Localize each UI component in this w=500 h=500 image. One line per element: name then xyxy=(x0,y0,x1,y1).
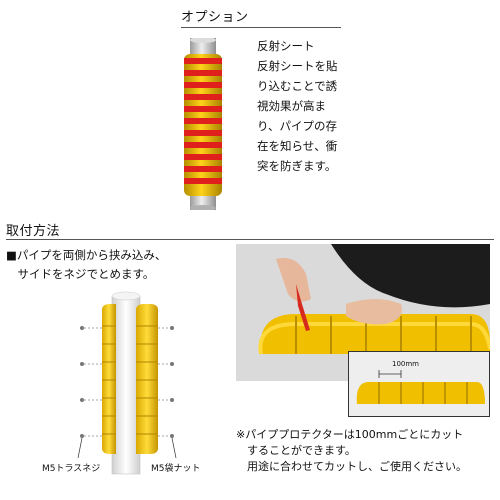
option-divider xyxy=(181,27,341,28)
measure-inset xyxy=(348,351,490,417)
install-heading: 取付方法 xyxy=(6,224,61,239)
note-line-1: ※パイププロテクターは100mmごとにカット xyxy=(236,428,464,441)
measure-label: 100mm xyxy=(392,360,419,368)
install-divider xyxy=(6,239,494,240)
reflect-line-1: 反射シートを貼 xyxy=(257,59,338,73)
option-heading: オプション xyxy=(181,10,249,25)
reflect-line-6: 突を防ぎます。 xyxy=(257,159,337,173)
reflective-pipe-image xyxy=(178,38,228,210)
reflect-line-3: 視効果が高ま xyxy=(257,99,326,113)
reflect-line-4: り、パイプの存 xyxy=(257,119,338,133)
instruction-line-1: ■パイプを両側から挟み込み、 xyxy=(6,248,167,262)
note-line-3: 用途に合わせてカットし、ご使用ください。 xyxy=(236,460,467,473)
reflect-title: 反射シート xyxy=(257,39,315,53)
assembly-diagram xyxy=(72,288,182,478)
note-line-2: することができます。 xyxy=(236,444,356,457)
instruction-line-2: サイドをネジでとめます。 xyxy=(6,267,155,281)
label-nut: M5袋ナット xyxy=(151,464,201,474)
reflect-line-2: り込むことで誘 xyxy=(257,79,338,93)
reflect-line-5: 在を知らせ、衝 xyxy=(257,139,338,153)
label-screw: M5トラスネジ xyxy=(42,464,101,474)
